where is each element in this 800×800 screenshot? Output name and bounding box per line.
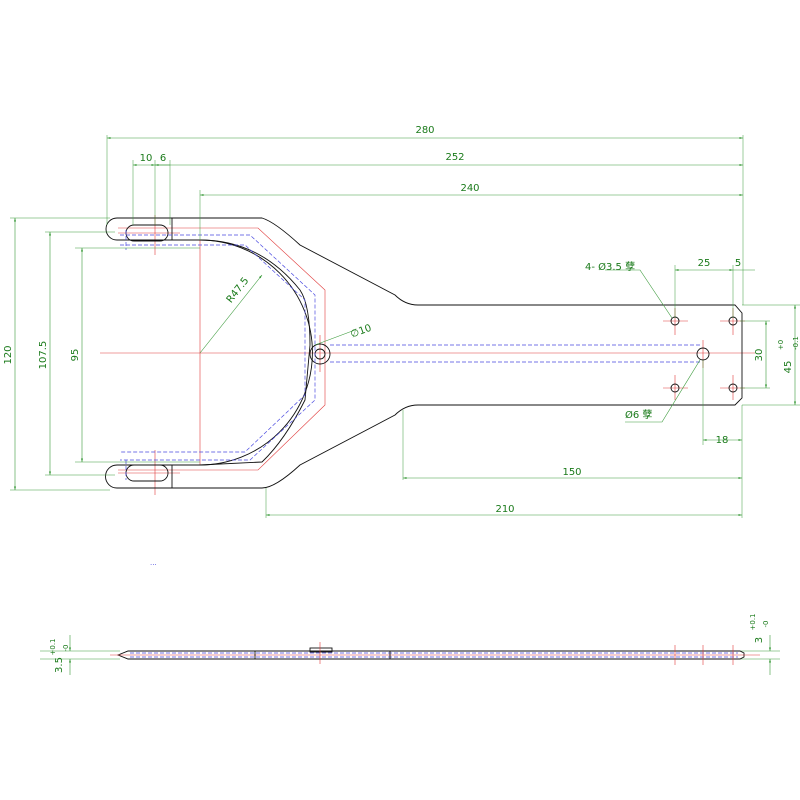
dim-252: 252 [445, 152, 464, 163]
extension-lines [10, 135, 800, 518]
dim-25: 25 [698, 258, 711, 269]
hidden-lines [120, 230, 700, 480]
part-outline [105, 217, 743, 489]
dim-30: 30 [754, 349, 765, 362]
dim-5: 5 [735, 258, 741, 269]
dim-120: 120 [3, 345, 14, 364]
dim-280: 280 [415, 125, 434, 136]
dim-3-5: 3.5 [54, 657, 65, 673]
dim-3-5-lower-tol: -0 [62, 645, 70, 652]
top-view: 280 252 10 6 240 25 5 120 107.5 95 R47.5… [3, 125, 800, 518]
center-lines [100, 215, 755, 495]
dim-18: 18 [716, 435, 729, 446]
center-hole [309, 343, 331, 365]
dim-45: 45 [783, 361, 794, 374]
dim-107-5: 107.5 [38, 341, 49, 370]
note-single-hole: Ø6 孽 [625, 408, 652, 421]
dim-3-lower-tol: -0 [762, 621, 770, 628]
dim-95: 95 [70, 349, 81, 362]
dim-10: 10 [140, 153, 153, 164]
dimension-lines [13, 136, 797, 517]
dim-150: 150 [562, 467, 581, 478]
note-four-holes: 4- Ø3.5 孽 [585, 260, 635, 273]
dim-240: 240 [460, 183, 479, 194]
dim-r47-5: R47.5 [225, 276, 252, 306]
dim-45-lower-tol: -0.1 [792, 336, 800, 350]
dim-3-5-upper-tol: +0.1 [49, 639, 57, 656]
dim-210: 210 [495, 504, 514, 515]
dim-6: 6 [160, 153, 166, 164]
svg-text:...: ... [150, 559, 157, 567]
dim-45-upper-tol: +0 [777, 340, 785, 350]
side-view: 3.5 +0.1 -0 3 +0.1 -0 [40, 614, 780, 675]
hole-4 [728, 383, 738, 393]
dimension-texts: 280 252 10 6 240 25 5 120 107.5 95 R47.5… [3, 125, 800, 515]
dim-3: 3 [754, 637, 765, 643]
dim-3-upper-tol: +0.1 [749, 614, 757, 631]
dim-center-hole: ∅10 [349, 323, 373, 341]
hole-3 [670, 383, 680, 393]
